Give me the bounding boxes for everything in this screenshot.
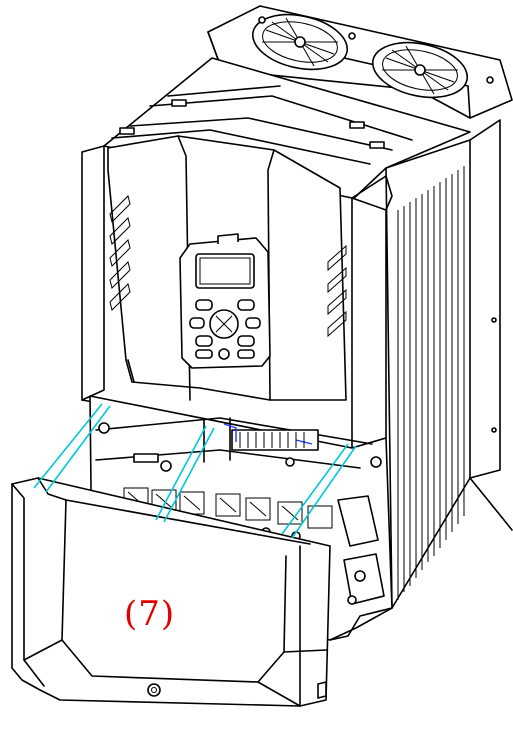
- fan-icon: [251, 13, 349, 71]
- fan-housing: [207, 5, 513, 119]
- alignment-guides: [33, 403, 357, 539]
- keypad-icon: [179, 233, 271, 369]
- screw-icon: [160, 460, 172, 472]
- screw-icon: [285, 457, 295, 467]
- screw-icon: [348, 32, 356, 40]
- screw-icon: [354, 570, 366, 582]
- screw-icon: [347, 595, 357, 605]
- screw-icon: [258, 16, 266, 24]
- screw-icon: [147, 683, 161, 697]
- screw-icon: [486, 76, 494, 84]
- fan-icon: [371, 41, 469, 99]
- step-label: (7): [124, 594, 176, 634]
- keypad-display: [195, 253, 255, 289]
- heatsink: [385, 119, 513, 609]
- screw-icon: [98, 422, 110, 434]
- lower-cover: [11, 477, 331, 707]
- screw-icon: [370, 456, 382, 468]
